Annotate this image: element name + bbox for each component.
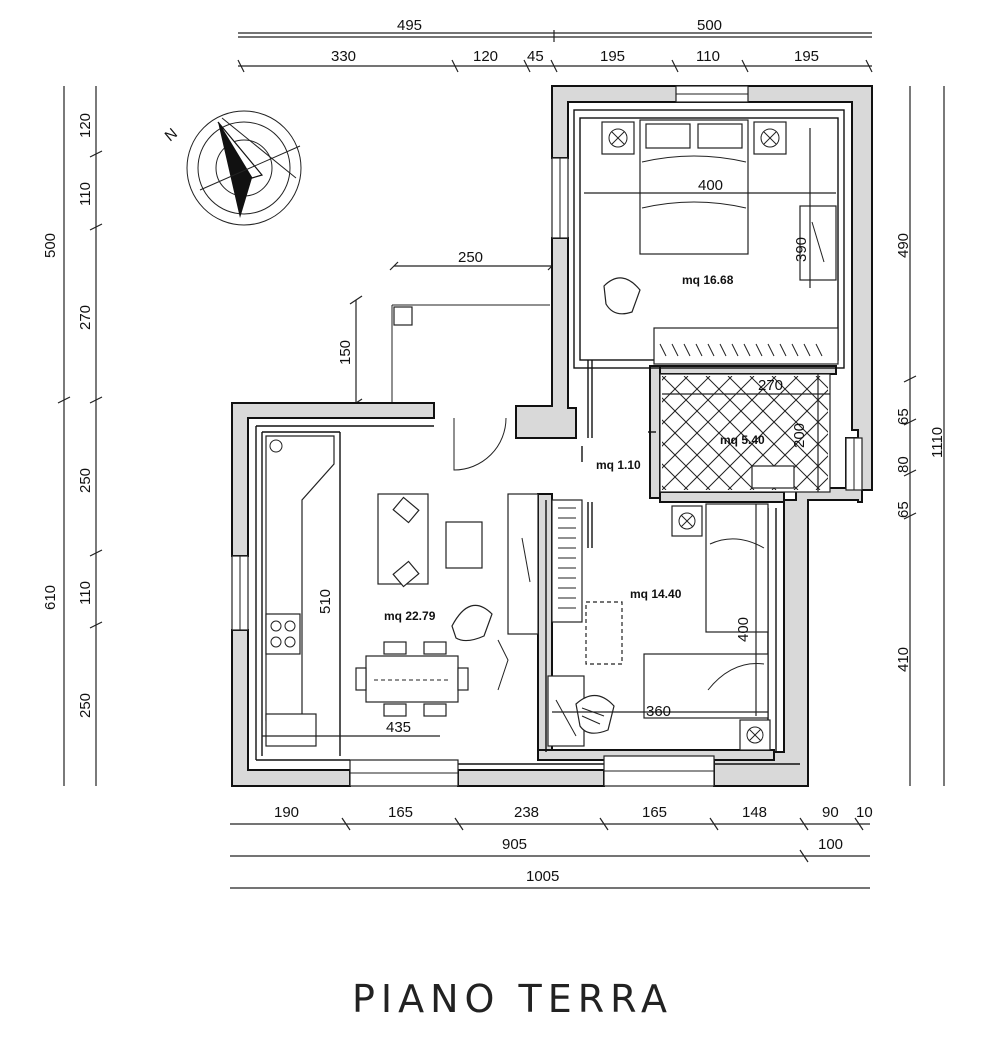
dim-top-d4: 195 [600, 48, 625, 65]
bedroom-2-area: mq 14.40 [630, 587, 682, 601]
top-dimensions: 495 500 330 120 45 195 110 195 [237, 17, 873, 73]
dim-bottom-total: 1005 [526, 868, 559, 885]
dim-bottom-d2: 165 [388, 804, 413, 821]
bathroom-depth: 200 [791, 423, 808, 448]
north-compass-icon: N [162, 110, 302, 226]
dim-bottom-d5: 148 [742, 804, 767, 821]
dim-left-d4: 250 [77, 468, 94, 493]
bedroom-2: 360 400 mq 14.40 [547, 499, 771, 751]
dim-bottom-d7: 10 [856, 804, 873, 821]
dim-right-d4: 65 [895, 501, 912, 518]
dim-right-d5: 410 [895, 647, 912, 672]
living-depth: 510 [317, 589, 334, 614]
dim-bottom-overall-1: 905 [502, 836, 527, 853]
inner-wall-lines [255, 109, 845, 765]
bedroom-2-width: 360 [646, 703, 671, 720]
dim-left-top: 500 [42, 233, 59, 258]
dim-bottom-d1: 190 [274, 804, 299, 821]
dim-left-d5: 110 [77, 581, 94, 605]
dim-left-d3: 270 [77, 305, 94, 330]
bathroom-area: mq 5.40 [720, 433, 765, 447]
living-width: 435 [386, 719, 411, 736]
living-area: mq 22.79 [384, 609, 436, 623]
dim-right-d2: 65 [895, 408, 912, 425]
dim-top-d5: 110 [696, 48, 720, 65]
bathroom-width: 270 [758, 377, 783, 394]
dim-top-d1: 330 [331, 48, 356, 65]
dim-top-right: 500 [697, 17, 722, 34]
dim-bottom-d3: 238 [514, 804, 539, 821]
porch-depth: 150 [337, 340, 354, 365]
dim-bottom-overall-2: 100 [818, 836, 843, 853]
bedroom-1-area: mq 16.68 [682, 273, 734, 287]
bedroom-1-width: 400 [698, 177, 723, 194]
dim-left-bottom: 610 [42, 585, 59, 610]
dim-top-d3: 45 [527, 48, 544, 65]
bedroom-1-depth: 390 [793, 237, 810, 262]
living-room: 435 510 mq 22.79 [262, 435, 539, 747]
bedroom-2-depth: 400 [735, 617, 752, 642]
dim-left-d2: 110 [77, 182, 94, 206]
dim-top-left: 495 [397, 17, 422, 34]
porch: 250 150 [337, 249, 557, 408]
dim-left-d6: 250 [77, 693, 94, 718]
dim-right-d3: 80 [895, 456, 912, 473]
bedroom-1: 400 390 mq 16.68 [584, 119, 839, 365]
dim-bottom-d4: 165 [642, 804, 667, 821]
porch-width: 250 [458, 249, 483, 266]
windows [231, 85, 863, 787]
dim-top-d6: 195 [794, 48, 819, 65]
north-label: N [162, 125, 181, 145]
left-dimensions: 500 610 120 110 270 250 110 250 [42, 86, 103, 786]
hall: mq 1.10 [596, 458, 641, 472]
hall-area: mq 1.10 [596, 458, 641, 472]
dim-left-d1: 120 [77, 113, 94, 138]
right-dimensions: 1110 490 65 80 65 410 [895, 86, 946, 786]
dim-bottom-d6: 90 [822, 804, 839, 821]
doors [453, 360, 656, 691]
plan-title: PIANO TERRA [352, 977, 673, 1021]
dim-top-d2: 120 [473, 48, 498, 65]
bottom-dimensions: 190 165 238 165 148 90 10 905 100 1005 [230, 804, 873, 889]
dim-right-d1: 490 [895, 233, 912, 258]
dim-right-total: 1110 [929, 427, 946, 458]
bathroom: 270 200 mq 5.40 [659, 373, 831, 493]
